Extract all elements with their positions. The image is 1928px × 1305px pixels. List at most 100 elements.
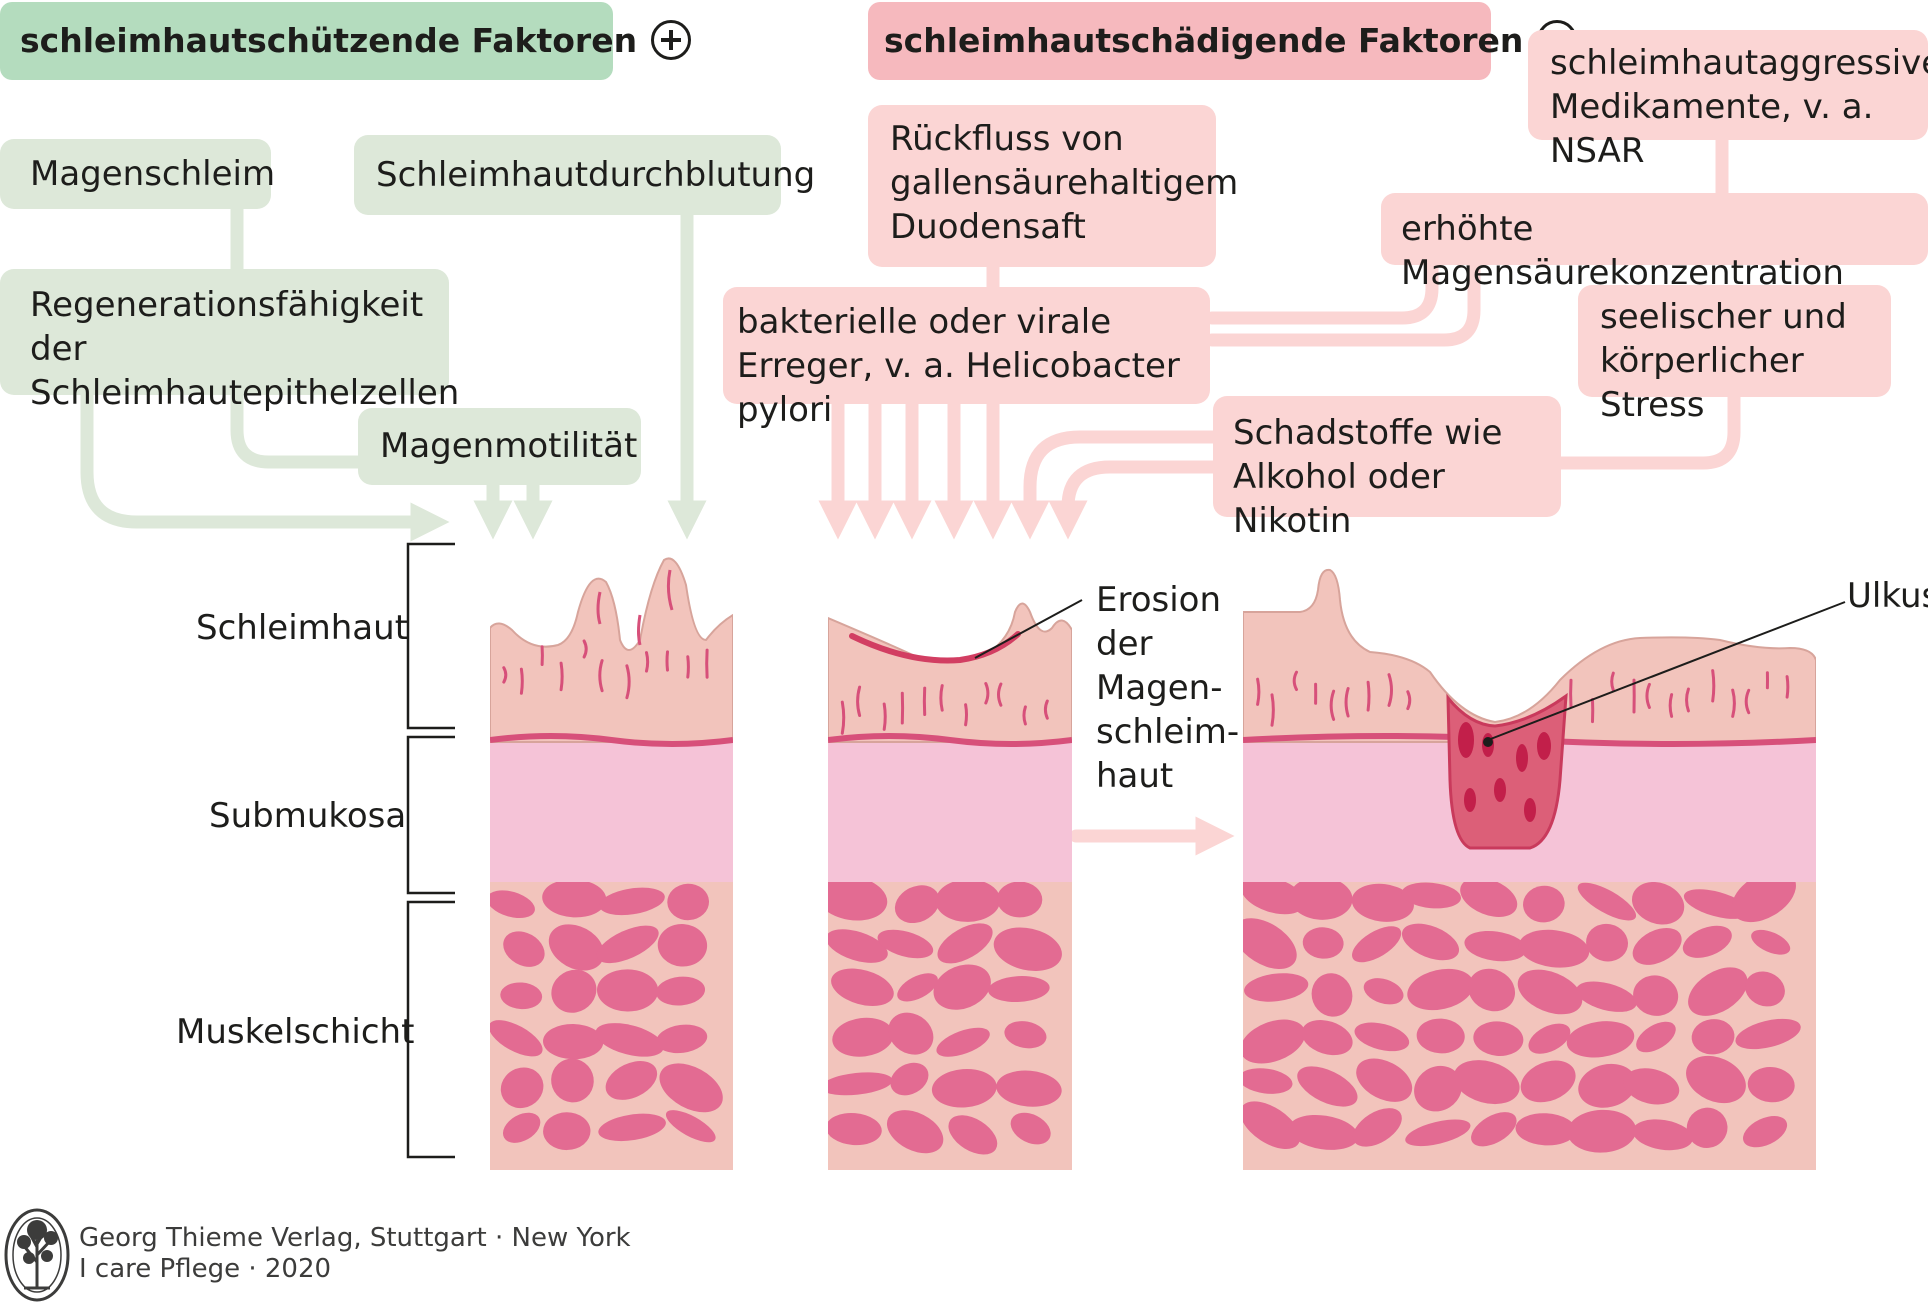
ulcer-spot (1537, 732, 1551, 760)
muscle-fiber (1518, 929, 1590, 968)
muscle-fiber (1243, 876, 1305, 915)
muscle-fiber (665, 1110, 716, 1143)
muscle-fiber (1636, 1021, 1676, 1053)
muscle-fiber (1523, 885, 1565, 923)
ulcer-crater (1446, 692, 1568, 850)
connector-toxins-arrow-2 (1048, 460, 1227, 540)
gland (1329, 689, 1336, 721)
annotation-ulcer: Ulkus (1847, 576, 1928, 616)
gland (1256, 677, 1261, 706)
gland (625, 664, 631, 700)
muscle-fiber (831, 968, 894, 1006)
muscle-fiber (1352, 926, 1402, 963)
muscle-fiber (656, 1024, 708, 1054)
muscle-fiber (1288, 1114, 1359, 1150)
damaging-header-label: schleimhautschädigende Faktoren (884, 21, 1524, 60)
gland (1387, 673, 1393, 707)
muscle-fiber (948, 1115, 998, 1155)
muscle-fiber (1243, 1019, 1306, 1064)
muscle-fiber (1731, 870, 1796, 923)
muscle-fiber (935, 879, 1001, 922)
mucosa-border (828, 733, 1072, 747)
muscle-fiber (1460, 877, 1518, 917)
muscle-fiber (1354, 1022, 1410, 1052)
muscle-fiber (1414, 1065, 1462, 1112)
muscle-fiber (897, 973, 938, 1002)
muscle-fiber (542, 879, 607, 918)
muscle-fiber (596, 969, 659, 1012)
gland (1731, 688, 1736, 718)
muscle-fiber (1517, 969, 1583, 1015)
muscle-fiber (599, 887, 665, 916)
gland (582, 639, 588, 659)
muscle-fiber (500, 1067, 544, 1109)
muscle-fiber (1566, 1021, 1635, 1058)
muscle-fiber (1742, 1116, 1788, 1148)
ulcer-spot (1464, 788, 1476, 812)
gland (1344, 687, 1350, 718)
muscle-fiber (1302, 927, 1344, 959)
factor-motility: Magenmotilität (358, 408, 641, 485)
gland (840, 700, 846, 735)
muscle-fiber (502, 1112, 541, 1143)
factor-blood-flow: Schleimhautdurchblutung (354, 135, 815, 215)
muscle-fiber (1289, 876, 1353, 920)
factor-bile-reflux: Rückfluss von gallensäurehaltigem Duoden… (868, 105, 1238, 267)
gland (1022, 705, 1027, 726)
gland (1610, 671, 1615, 692)
muscle-fiber (1473, 1021, 1524, 1056)
muscle-fiber (894, 885, 940, 924)
muscle-fiber (828, 1072, 893, 1096)
publisher-logo-icon (4, 1208, 70, 1302)
ulcer-pointer-dot (1483, 737, 1493, 747)
muscle-fiber (1633, 975, 1679, 1016)
muscle-fiber (993, 927, 1062, 972)
gland (1685, 687, 1690, 713)
gland (1043, 699, 1049, 720)
muscle-fiber (490, 1020, 543, 1057)
muscle-fiber (1401, 882, 1461, 909)
muscle-fiber (1311, 973, 1353, 1017)
bracket-muscle (406, 900, 455, 1159)
muscle-fiber (1471, 1112, 1517, 1147)
pointer-erosion (974, 599, 1083, 659)
muscle-fiber (996, 1070, 1062, 1107)
muscle-fiber (1623, 1068, 1680, 1105)
muscle-fiber (595, 1023, 664, 1057)
muscle-fiber (1468, 968, 1516, 1012)
muscle-fiber (657, 924, 708, 967)
mucosa-layer (1243, 568, 1816, 743)
muscle-fiber (931, 1068, 997, 1108)
gland (645, 651, 650, 673)
gland (598, 659, 604, 693)
muscle-fiber (1416, 1018, 1465, 1054)
muscle-fiber (1244, 973, 1309, 1002)
gland (1785, 675, 1790, 699)
gland (686, 655, 690, 679)
muscle-fiber (1691, 1019, 1735, 1055)
muscle-fiber (1577, 882, 1637, 921)
factor-medication: schleimhautaggressive Medikamente, v. a.… (1528, 30, 1928, 171)
muscle-fiber (1352, 1108, 1402, 1147)
gland (882, 702, 887, 731)
damaging-factors-header: schleimhautschädigende Faktoren (868, 2, 1578, 80)
factor-regeneration: Regenerationsfähigkeit der Schleimhautep… (0, 269, 459, 413)
gland (665, 650, 669, 672)
muscle-fiber (1576, 981, 1637, 1012)
layer-brackets (406, 542, 455, 1159)
muscle-fiber (667, 883, 710, 921)
mucosa-layer (490, 557, 733, 743)
submucosa-layer (490, 736, 733, 882)
muscle-fiber (656, 976, 706, 1006)
muscle-fiber (1682, 925, 1732, 958)
ulcer-spot (1524, 798, 1536, 822)
plus-circle-icon (651, 19, 692, 60)
gland (596, 569, 674, 646)
muscle-fiber (551, 969, 597, 1013)
muscle-fiber (1301, 1020, 1353, 1056)
muscle-fiber (500, 982, 543, 1010)
connector-toxins-arrow-1 (1010, 430, 1227, 540)
muscle-fiber (988, 976, 1050, 1003)
submucosa-layer (828, 736, 1072, 882)
layer-label-submucosa: Submukosa (209, 796, 407, 836)
